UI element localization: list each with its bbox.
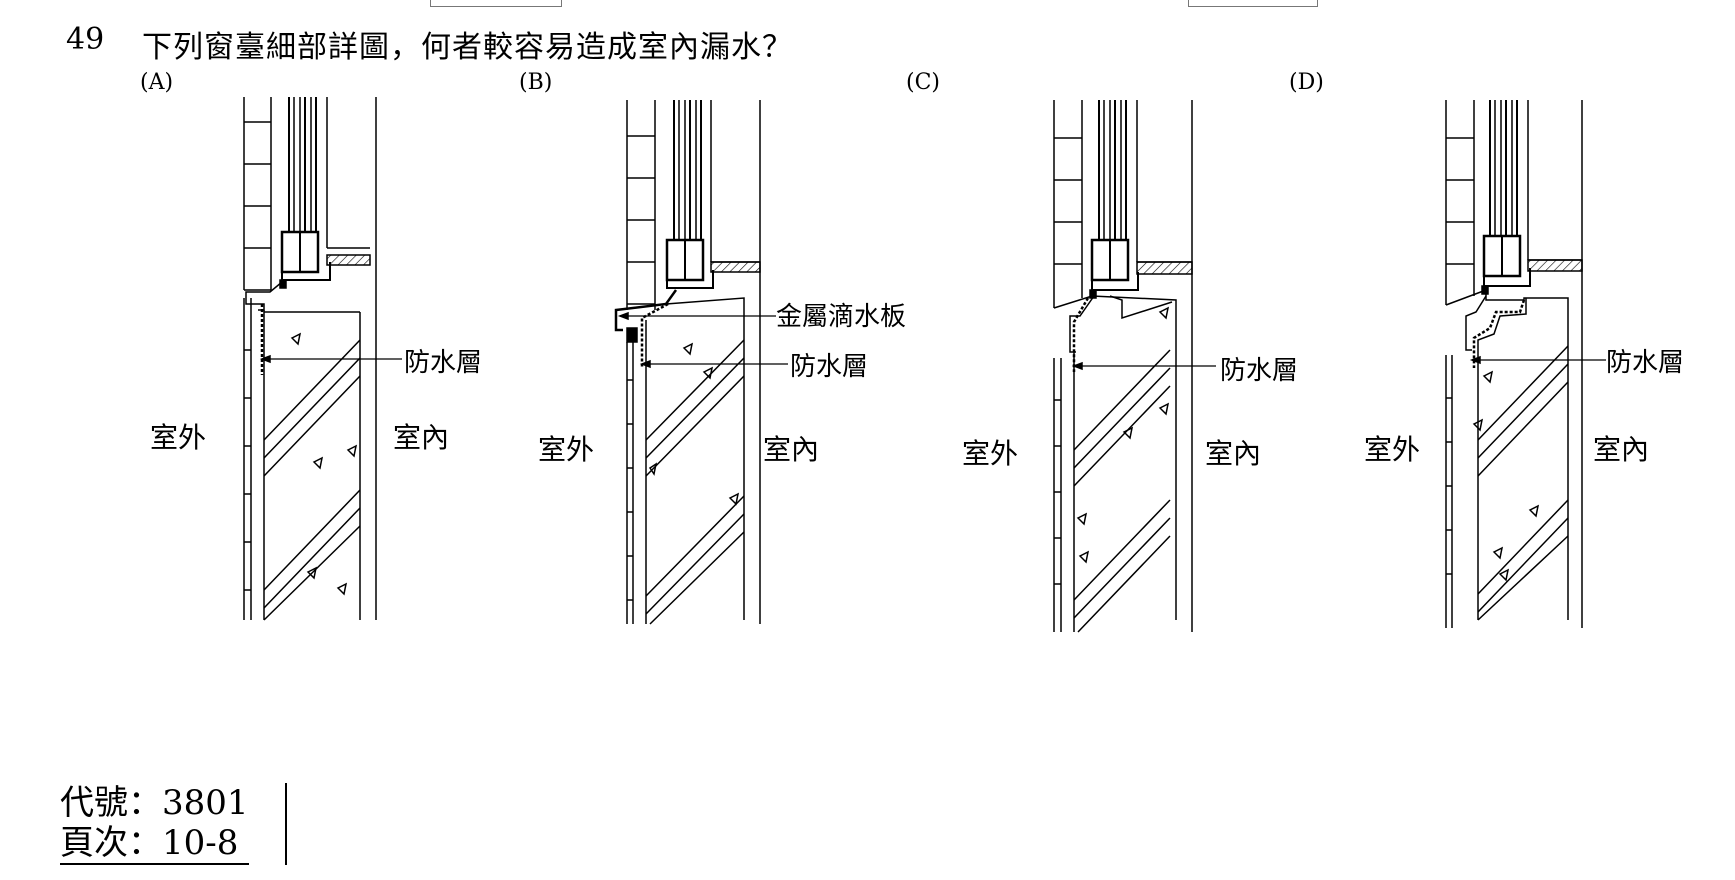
detail-b	[614, 100, 788, 625]
footer-page-value: 10-8	[162, 823, 239, 863]
detail-a-outside-label: 室外	[150, 421, 207, 454]
detail-c	[1053, 100, 1216, 633]
footer-page-row: 頁次：10-8	[60, 823, 249, 865]
option-label-d[interactable]: (D)	[1289, 70, 1324, 95]
detail-b-inside-label: 室內	[763, 433, 820, 466]
detail-d	[1445, 100, 1606, 628]
page-footer: 代號：3801 頁次：10-8	[60, 783, 287, 865]
detail-c-inside-label: 室內	[1205, 437, 1262, 470]
detail-c-waterproof-callout: 防水層	[1220, 356, 1299, 386]
cropped-figure-edge-left	[430, 0, 562, 7]
option-label-a[interactable]: (A)	[140, 70, 174, 95]
question-number: 49	[66, 22, 105, 57]
detail-a-waterproof-callout: 防水層	[404, 348, 483, 378]
detail-a-inside-label: 室內	[393, 421, 450, 454]
detail-d-inside-label: 室內	[1593, 433, 1650, 466]
detail-a	[243, 97, 402, 621]
detail-b-waterproof-callout: 防水層	[790, 352, 869, 382]
detail-b-outside-label: 室外	[538, 433, 595, 466]
option-label-b[interactable]: (B)	[519, 70, 553, 95]
detail-d-outside-label: 室外	[1364, 433, 1421, 466]
footer-code-label: 代號：	[60, 783, 162, 823]
detail-d-waterproof-callout: 防水層	[1606, 348, 1685, 378]
detail-b-drip-plate-callout: 金屬滴水板	[776, 302, 907, 332]
footer-code-row: 代號：3801	[60, 783, 249, 823]
question-text: 下列窗臺細部詳圖，何者較容易造成室內漏水？	[142, 30, 793, 65]
footer-code-value: 3801	[162, 783, 249, 823]
footer-page-label: 頁次：	[60, 823, 162, 863]
option-label-c[interactable]: (C)	[906, 70, 940, 95]
detail-c-outside-label: 室外	[962, 437, 1019, 470]
cropped-figure-edge-right	[1188, 0, 1318, 7]
